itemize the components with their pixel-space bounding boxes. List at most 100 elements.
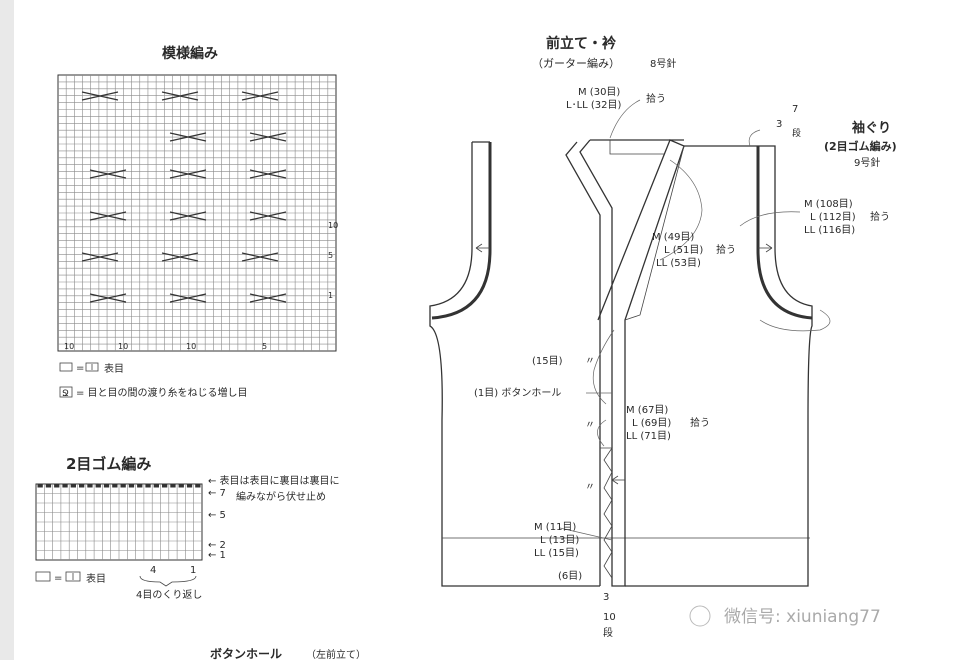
neck-action: 拾う [646,92,666,105]
bind-off-mark [162,484,168,488]
rib-knit-legend-box [35,571,51,582]
rib-row-1: ← 1 [208,550,226,561]
knit-legend-eq: = [76,363,84,374]
armhole-leader [739,211,801,227]
bind-off-mark [95,484,101,488]
body-leader [592,329,615,405]
pattern-stitch-chart [57,74,337,352]
rib-repeat-brace [139,575,197,587]
gap-6: (6目) [558,571,582,582]
rib-repeat-4: 4 [150,565,156,576]
armhole-count-m: M (108目) [804,199,853,210]
pattern-row-num: 5 [328,251,333,260]
rep-mark: 〃 [585,420,595,431]
band-rows-10: 10 [603,612,616,623]
armhole-needle: 9号針 [854,156,880,169]
cable-cross-symbol [249,132,287,142]
right-arrow-head [765,243,773,253]
bind-off-mark [128,484,135,488]
v-count-l: L (51目) [664,245,703,256]
rep-mark: 〃 [585,482,595,493]
pattern-row-num: 10 [328,221,338,230]
rib-row-5: ← 5 [208,510,226,521]
front-band-title: 前立て・衿 [546,35,617,52]
gap-15: (15目) [532,356,563,367]
bind-off-mark [79,484,85,488]
rib-repeat-1: 1 [190,565,196,576]
armhole-count-l: L (112目) [810,212,856,223]
body-action: 拾う [690,416,710,429]
bind-off-mark [45,484,52,488]
right-armhole-band [756,146,813,320]
band-rows-3: 3 [603,592,609,603]
pattern-title: 模様編み [162,45,218,62]
armhole-rows-unit: 段 [792,127,801,139]
v-count-ll: LL (53目) [656,258,701,269]
v-count-m: M (49目) [652,232,694,243]
pattern-col-num: 10 [64,342,74,351]
armhole-rows-7: 7 [792,104,798,115]
cable-cross-symbol [241,252,279,262]
wechat-icon [689,605,711,627]
pattern-bottom-numbers: 10 10 10 5 [64,342,267,351]
bind-off-mark [120,484,126,488]
knit-legend-label: 表目 [104,362,124,375]
body-count-ll: LL (71目) [626,431,671,442]
front-arrow-head [611,475,619,485]
buttonhole-title: ボタンホール [210,646,282,660]
right-front-neck [624,145,685,321]
bind-off-mark [153,484,159,488]
pattern-col-num: 10 [118,342,128,351]
left-front-edge-outer [565,141,601,586]
knit-legend-box [59,362,73,372]
armhole-count-ll: LL (116目) [804,225,855,236]
bind-off-mark [137,484,143,488]
bind-off-mark [195,484,201,488]
rib-row-7: ← 7 [208,488,226,499]
cable-cross-symbol [81,91,119,101]
bind-off-mark [186,484,193,488]
v-neck-leader [659,159,703,261]
front-band-subtitle: （ガーター編み） [532,56,620,70]
cable-cross-symbol [169,132,207,142]
pickup-arrows [475,243,773,485]
armhole-title: 袖ぐり [852,120,891,136]
bind-off-mark [37,484,43,488]
body-leader-2 [597,419,607,447]
bottom-count-m: M (11目) [534,522,576,533]
cable-cross-symbol [89,169,127,179]
buttonhole-marks [600,447,613,579]
buttonhole-subtitle: （左前立て） [306,648,366,660]
cable-cross-symbol [241,91,279,101]
bind-off-mark [103,484,110,488]
bind-off-mark [112,484,118,488]
armhole-action: 拾う [870,210,890,223]
v-action: 拾う [716,243,736,256]
bind-off-mark [62,484,68,488]
pattern-side-numbers: 10 5 1 [328,221,338,300]
cable-cross-symbol [249,211,287,221]
rib-knit-legend-label: 表目 [86,572,106,585]
cable-cross-symbol [169,211,207,221]
left-armhole-band [431,142,492,320]
bind-off-mark [145,484,151,488]
bind-off-mark [70,484,76,488]
twist-legend-box [59,386,73,398]
rib-repeat-label: 4目のくり返し [136,589,202,601]
rib-legend-eq: = [54,573,62,584]
cable-cross-symbol [249,169,287,179]
twist-legend-label: = 目と目の間の渡り糸をねじる増し目 [76,386,248,399]
buttonhole-label: (1目) ボタンホール [474,387,561,399]
ribbing-title: 2目ゴム編み [66,455,151,473]
bottom-count-ll: LL (15目) [534,548,579,559]
bind-off-mark [170,484,176,488]
left-front-outline [429,142,600,587]
cable-cross-symbol [81,252,119,262]
pattern-col-num: 10 [186,342,196,351]
front-band-needle: 8号針 [650,57,676,70]
left-arrow-head [475,243,483,253]
vest-outline [429,139,813,587]
bind-off-note-1: ← 表目は表目に裏目は裏目に [208,474,340,487]
rib-knit-legend-box [65,571,81,582]
